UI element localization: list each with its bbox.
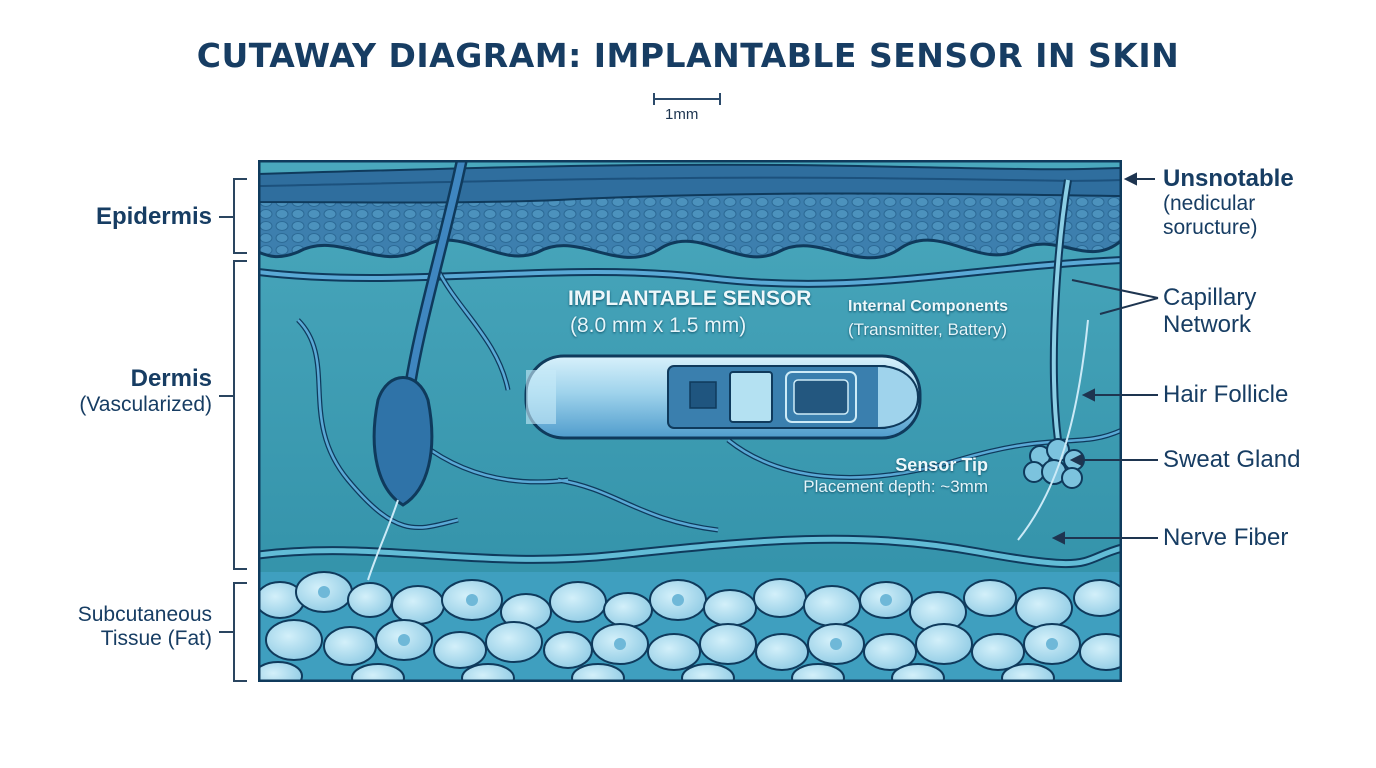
capillary-network-label: Capillary Network (1163, 284, 1256, 338)
battery (729, 371, 773, 423)
scale-bar: 1mm (653, 92, 723, 123)
unsnotable-line2: (nedicular (1163, 192, 1256, 215)
sensor-tip-subtitle: Placement depth: ~3mm (803, 477, 988, 496)
subcutaneous-fat-layer (258, 571, 1122, 682)
implantable-sensor (524, 354, 922, 440)
scale-bar-line (653, 93, 721, 105)
epidermis-label: Epidermis (96, 203, 212, 231)
sweat-gland-label: Sweat Gland (1163, 446, 1301, 473)
capillary-line1: Capillary (1163, 284, 1257, 311)
components-subtitle: (Transmitter, Battery) (848, 320, 1008, 339)
subcutaneous-label: Subcutaneous Tissue (Fat) (78, 603, 212, 651)
diagram-title: CUTAWAY DIAGRAM: IMPLANTABLE SENSOR IN S… (196, 36, 1180, 75)
subcutaneous-bracket (233, 582, 247, 682)
dermis-label: Dermis (Vascularized) (79, 365, 212, 417)
epidermis-name: Epidermis (95, 203, 212, 230)
sensor-tip-title: Sensor Tip (895, 455, 988, 475)
epidermis-layer (258, 163, 1122, 260)
unsnotable-title: Unsnotable (1163, 165, 1294, 192)
right-label-top: Unsnotable (nedicular soructure) (1163, 165, 1294, 240)
chip (689, 381, 717, 409)
sweat-gland (1023, 179, 1085, 489)
sensor-title: IMPLANTABLE SENSOR (568, 287, 812, 310)
sensor-dimensions: (8.0 mm x 1.5 mm) (570, 314, 747, 337)
dermis-name: Dermis (130, 365, 212, 392)
nerve-fiber-label: Nerve Fiber (1163, 524, 1289, 551)
sensor-tip (877, 365, 920, 429)
hair-follicle (367, 160, 468, 581)
antenna-coil (785, 371, 857, 423)
capillary-line2: Network (1163, 311, 1252, 338)
subcutaneous-sub: Tissue (Fat) (100, 627, 212, 650)
scale-bar-label: 1mm (665, 106, 699, 123)
epidermis-tick (219, 216, 233, 218)
skin-cross-section (258, 160, 1122, 682)
hair-follicle-label: Hair Follicle (1163, 381, 1289, 408)
dermis-bracket (233, 260, 247, 570)
nerve-fiber (1017, 319, 1089, 541)
subcutaneous-tick (219, 631, 233, 633)
dermis-sub: (Vascularized) (79, 393, 212, 416)
epidermis-bracket (233, 178, 247, 254)
unsnotable-line3: soructure) (1163, 216, 1258, 239)
subcutaneous-name: Subcutaneous (77, 603, 212, 626)
dermis-tick (219, 395, 233, 397)
components-title: Internal Components (848, 298, 1009, 315)
